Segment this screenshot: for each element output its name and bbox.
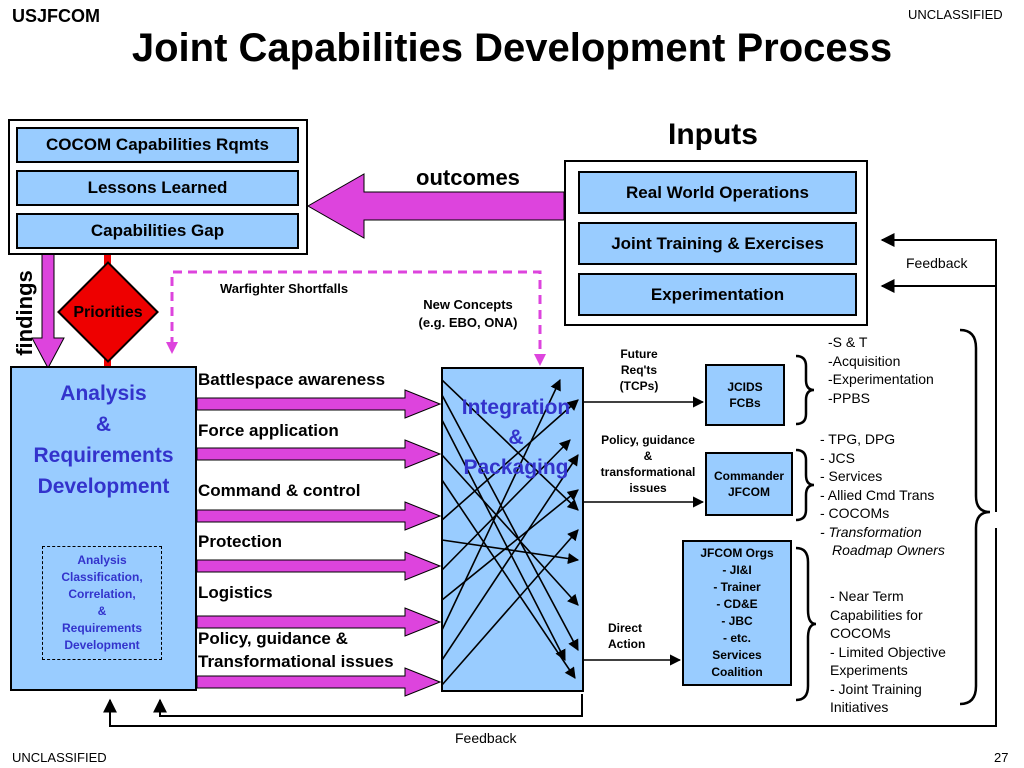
outcomes-arrow <box>306 173 565 239</box>
jcids-list: -S & T -Acquisition -Experimentation -PP… <box>828 334 934 406</box>
real-world-operations-box: Real World Operations <box>578 171 857 214</box>
lessons-learned-box: Lessons Learned <box>16 170 299 206</box>
feedback-label-right: Feedback <box>906 255 968 271</box>
new-concepts-examples: (e.g. EBO, ONA) <box>418 315 518 330</box>
experimentation-box: Experimentation <box>578 273 857 316</box>
policy-guidance-label: Policy, guidance & transformational issu… <box>600 433 696 495</box>
priorities-label: Priorities <box>73 304 143 321</box>
commander-jfcom-box: Commander JFCOM <box>705 452 793 516</box>
jfcom-list: - Near Term Capabilities for COCOMs - Li… <box>830 588 946 715</box>
area-protection: Protection <box>198 532 283 551</box>
analysis-title: Analysis & Requirements Development <box>33 382 174 498</box>
analysis-requirements-box <box>10 366 197 691</box>
outcomes-label: outcomes <box>416 165 520 190</box>
org-label: USJFCOM <box>12 6 101 26</box>
braces <box>795 328 991 706</box>
area-force-application: Force application <box>198 421 339 440</box>
warfighter-shortfalls-line <box>170 270 542 358</box>
future-reqts-label: Future Req'ts (TCPs) <box>619 347 659 393</box>
area-logistics: Logistics <box>198 583 273 602</box>
integration-title: Integration & Packaging <box>461 396 571 479</box>
capabilities-gap-box: Capabilities Gap <box>16 213 299 249</box>
findings-arrow <box>31 253 65 370</box>
analysis-inner-text: Analysis Classification, Correlation, & … <box>61 553 143 652</box>
findings-label: findings <box>12 270 37 356</box>
cocom-capabilities-box: COCOM Capabilities Rqmts <box>16 127 299 163</box>
classification-top: UNCLASSIFIED <box>908 7 1003 22</box>
joint-training-box: Joint Training & Exercises <box>578 222 857 265</box>
area-policy-guidance: Policy, guidance & <box>198 629 348 648</box>
commander-list: - TPG, DPG - JCS - Services - Allied Cmd… <box>820 431 945 558</box>
inputs-title: Inputs <box>668 118 758 151</box>
function-arrows <box>196 389 442 697</box>
jcids-fcbs-box: JCIDS FCBs <box>705 364 785 426</box>
area-command-control: Command & control <box>198 481 361 500</box>
page-number: 27 <box>994 750 1009 765</box>
area-transformational-issues: Transformational issues <box>198 652 394 671</box>
feedback-loop-bottom <box>103 528 997 727</box>
new-concepts-label: New Concepts <box>423 297 513 312</box>
feedback-label-bottom: Feedback <box>455 730 517 746</box>
analysis-inner-box <box>42 546 162 660</box>
integration-crossing-lines <box>441 378 580 686</box>
classification-bottom: UNCLASSIFIED <box>12 750 107 765</box>
warfighter-shortfalls-label: Warfighter Shortfalls <box>220 281 349 296</box>
direct-action-label: Direct Action <box>608 621 646 651</box>
page-title: Joint Capabilities Development Process <box>131 26 893 70</box>
feedback-loop-right <box>880 233 997 512</box>
jfcom-orgs-box: JFCOM Orgs - JI&I - Trainer - CD&E - JBC… <box>682 540 792 686</box>
area-battlespace-awareness: Battlespace awareness <box>198 370 386 389</box>
